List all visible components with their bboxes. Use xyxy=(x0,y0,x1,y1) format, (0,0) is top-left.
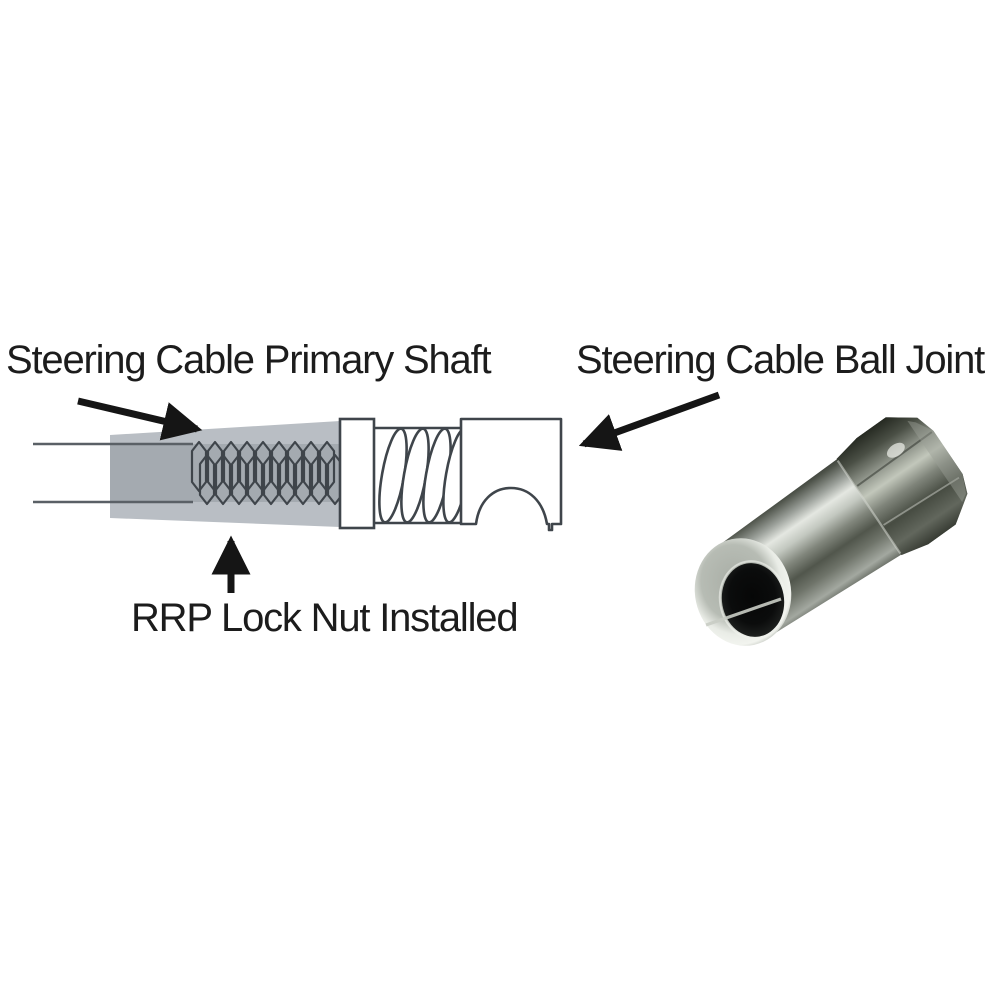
nut-end-chamfer xyxy=(907,420,967,503)
nut-bore-reflection xyxy=(705,597,782,627)
cable-shaft-lines xyxy=(33,442,193,504)
label-primary-shaft: Steering Cable Primary Shaft xyxy=(6,338,492,382)
label-lock-nut: RRP Lock Nut Installed xyxy=(131,596,519,640)
lock-collar xyxy=(338,417,376,530)
nut-hex-seam xyxy=(836,459,902,555)
ball-joint-arrow xyxy=(578,391,721,451)
nut-glint xyxy=(886,442,905,458)
lock-nut-photo xyxy=(694,417,968,646)
nut-rim-inner-ring xyxy=(718,560,788,640)
callout-arrows xyxy=(77,391,721,593)
nut-facet-edge-top xyxy=(856,431,933,487)
nut-front-face xyxy=(694,538,792,646)
ball-joint-housing xyxy=(459,417,563,532)
cable-line-drawing xyxy=(33,417,563,532)
primary-shaft-arrow xyxy=(77,397,203,441)
nut-bore-hole xyxy=(721,563,785,637)
nut-facet-edge-bottom xyxy=(883,476,960,526)
label-ball-joint: Steering Cable Ball Joint xyxy=(576,338,985,382)
nut-hex-end xyxy=(836,417,968,556)
